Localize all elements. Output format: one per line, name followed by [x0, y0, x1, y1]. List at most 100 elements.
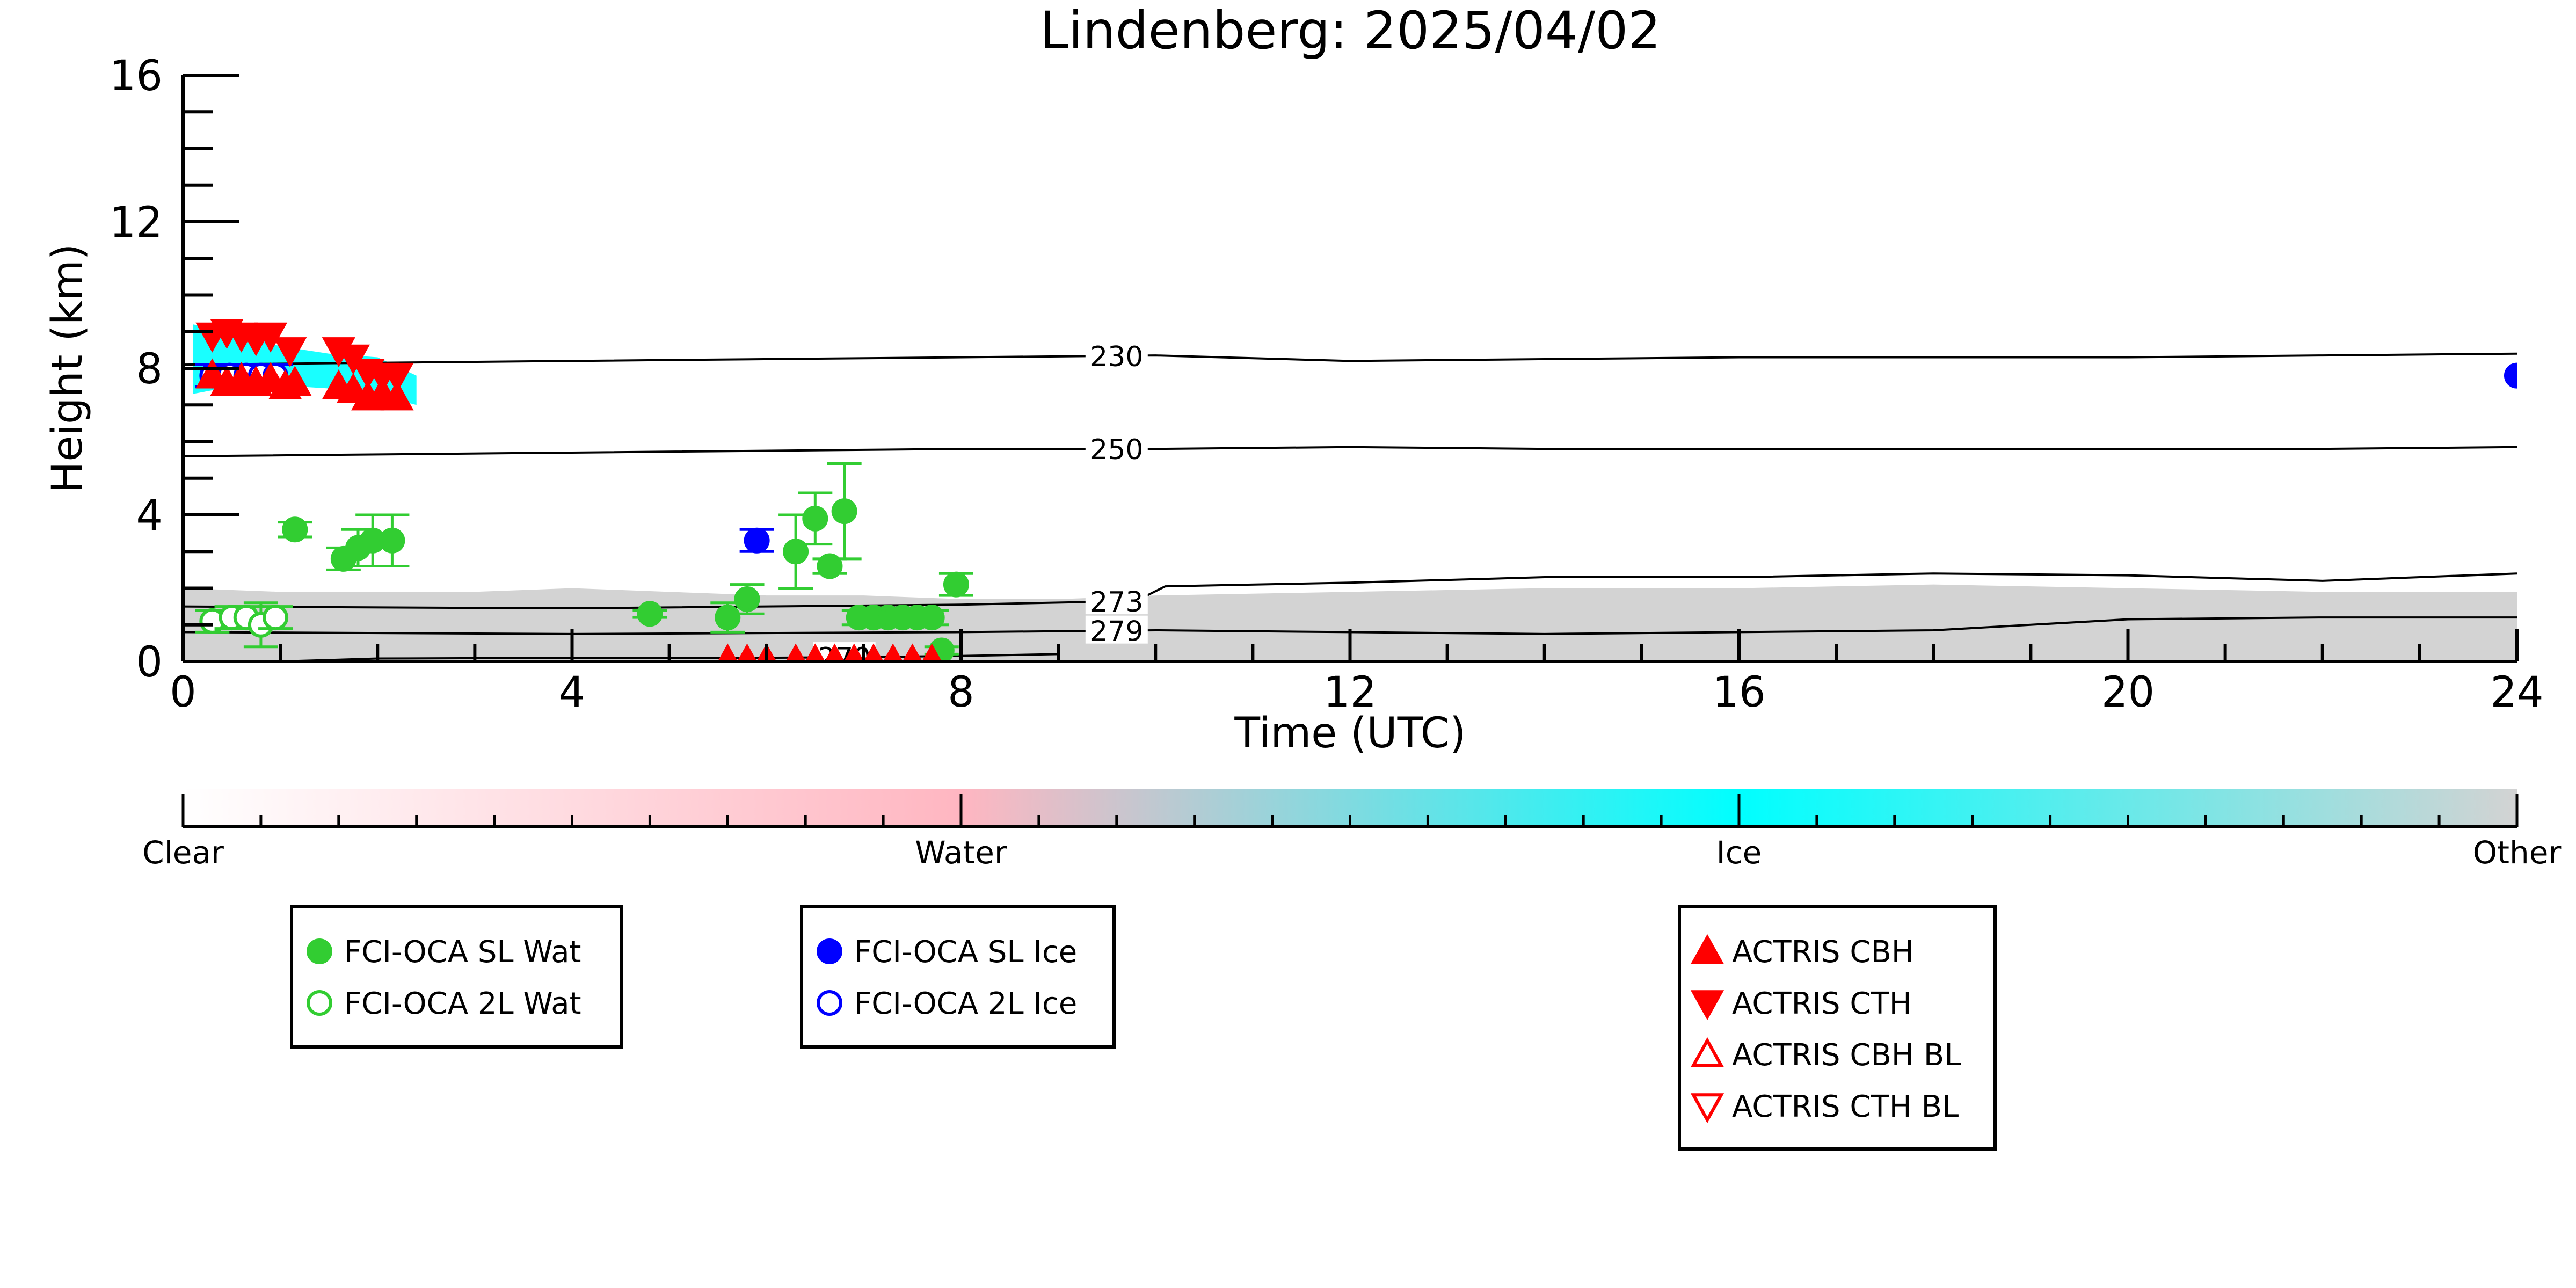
- isotherm-label-bg: [1085, 434, 1148, 462]
- legend-entry: ACTRIS CBH: [1690, 934, 1914, 970]
- data-point: [717, 643, 738, 661]
- data-point: [863, 643, 884, 661]
- chart-title: Lindenberg: 2025/04/02: [1040, 1, 1661, 61]
- data-point: [253, 322, 288, 353]
- data-point: [336, 344, 370, 375]
- legend-marker: [307, 990, 332, 1016]
- isotherm-line-273: [183, 572, 2517, 610]
- legend-entry: ACTRIS CBH BL: [1690, 1037, 1961, 1073]
- legend-marker: [817, 938, 842, 964]
- series-fci-oca-sl-ice: [739, 362, 2517, 554]
- legend-frame: [290, 905, 623, 1049]
- legend-entry: ACTRIS CTH: [1690, 986, 1912, 1021]
- legend-label: FCI-OCA 2L Ice: [854, 986, 1077, 1021]
- series-actris-cbh: [195, 358, 942, 661]
- data-point: [2504, 362, 2517, 389]
- legend-frame: [800, 905, 1116, 1049]
- legend-frame: [1678, 905, 1997, 1151]
- category-region-other: [183, 584, 2517, 661]
- isotherm-label-bg: [1085, 340, 1148, 369]
- data-point: [802, 505, 828, 532]
- legend-marker: [307, 938, 332, 964]
- legend-entry: FCI-OCA SL Ice: [817, 935, 1077, 970]
- isotherm-label: 273: [1090, 586, 1143, 618]
- x-tick-label: 8: [948, 668, 974, 717]
- x-tick-label: 20: [2101, 668, 2155, 717]
- data-point: [824, 643, 845, 661]
- isotherm-line-230: [183, 352, 2517, 366]
- isotherm-label-bg: [1085, 615, 1148, 644]
- colorbar-label: Water: [915, 834, 1007, 871]
- data-point: [922, 643, 942, 661]
- data-point: [263, 605, 289, 631]
- isotherm-label: 279: [1090, 616, 1143, 648]
- legend-entry: FCI-OCA 2L Wat: [307, 986, 581, 1021]
- colorbar-label: Clear: [142, 834, 224, 871]
- isotherm-line-279: [183, 616, 2517, 635]
- data-point: [379, 527, 405, 554]
- legend-label: FCI-OCA SL Ice: [854, 935, 1077, 970]
- data-point: [380, 380, 414, 411]
- isotherm-label: 230: [1090, 341, 1143, 373]
- y-axis-label: Height (km): [43, 244, 92, 493]
- legend-entry: FCI-OCA SL Wat: [307, 935, 581, 970]
- isotherm-label-bg: [1085, 586, 1148, 615]
- series-fci-oca-2l-wat: [195, 601, 293, 649]
- y-tick-label: 0: [136, 638, 163, 687]
- legend-label: ACTRIS CTH BL: [1732, 1089, 1959, 1124]
- legend-label: ACTRIS CTH: [1732, 986, 1912, 1021]
- data-point: [844, 643, 864, 661]
- data-point: [715, 605, 741, 631]
- colorbar-label: Other: [2473, 834, 2562, 871]
- legend-marker: [1690, 1093, 1724, 1124]
- series-actris-cth: [195, 318, 414, 393]
- data-point: [805, 643, 825, 661]
- data-point: [380, 362, 414, 393]
- data-point: [278, 366, 312, 396]
- x-tick-label: 0: [170, 668, 197, 717]
- y-tick-label: 4: [136, 492, 163, 540]
- x-tick-label: 24: [2490, 668, 2543, 717]
- colorbar-label: Ice: [1716, 834, 1762, 871]
- series-fci-oca-sl-wat: [278, 462, 973, 661]
- x-tick-label: 16: [1712, 668, 1765, 717]
- legend-label: ACTRIS CBH: [1732, 935, 1914, 970]
- data-point: [734, 586, 760, 612]
- data-point: [737, 643, 758, 661]
- legend-label: FCI-OCA 2L Wat: [344, 986, 581, 1021]
- legend-label: FCI-OCA SL Wat: [344, 935, 581, 970]
- data-point: [744, 527, 770, 554]
- x-axis-label: Time (UTC): [1234, 709, 1466, 758]
- data-point: [883, 643, 903, 661]
- y-tick-label: 12: [110, 199, 163, 247]
- isotherm-line-250: [183, 446, 2517, 457]
- category-colorbar: Clear Water Ice Other: [142, 789, 2561, 871]
- legend-marker: [1690, 990, 1724, 1021]
- y-tick-label: 16: [110, 52, 163, 100]
- data-point: [943, 571, 969, 598]
- data-point: [783, 539, 809, 565]
- data-point: [902, 643, 923, 661]
- legend-box-3: ACTRIS CBH ACTRIS CTH ACTRIS CBH BL ACTRIS …: [1678, 905, 1997, 1151]
- isotherm-label: 250: [1090, 434, 1143, 466]
- data-point: [282, 516, 308, 543]
- data-point: [637, 601, 663, 627]
- data-point: [919, 605, 945, 631]
- legend-entry: ACTRIS CTH BL: [1690, 1089, 1959, 1124]
- x-tick-label: 12: [1323, 668, 1377, 717]
- data-point: [785, 643, 806, 661]
- legend-label: ACTRIS CBH BL: [1732, 1038, 1961, 1073]
- legend-entry: FCI-OCA 2L Ice: [817, 986, 1077, 1021]
- data-point: [817, 553, 843, 579]
- data-point: [831, 498, 857, 525]
- legend-marker: [1690, 1037, 1724, 1067]
- data-point: [273, 337, 307, 368]
- legend-marker: [817, 990, 842, 1016]
